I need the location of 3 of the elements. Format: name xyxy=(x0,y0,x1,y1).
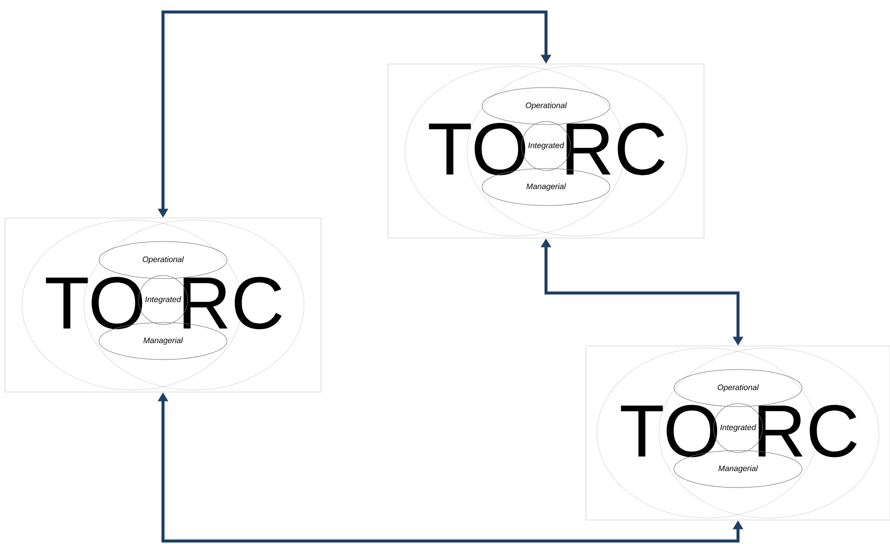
panel-frame xyxy=(586,346,890,520)
panel-frame xyxy=(4,218,322,392)
panel-frame xyxy=(388,64,704,238)
